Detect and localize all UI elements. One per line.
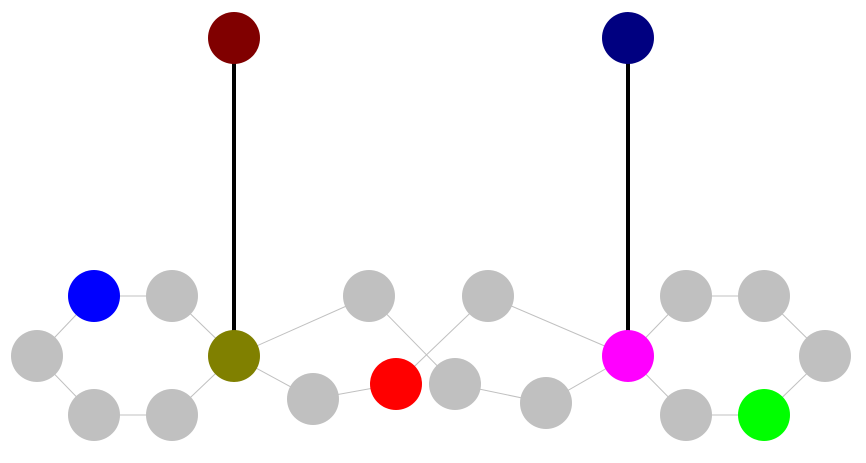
node-n8[interactable] bbox=[343, 270, 395, 322]
node-n17[interactable] bbox=[799, 330, 851, 382]
node-n5[interactable] bbox=[208, 330, 260, 382]
node-n9[interactable] bbox=[287, 373, 339, 425]
node-n1[interactable] bbox=[602, 12, 654, 64]
node-n14[interactable] bbox=[602, 330, 654, 382]
node-n0[interactable] bbox=[208, 12, 260, 64]
node-n10[interactable] bbox=[370, 358, 422, 410]
node-n16[interactable] bbox=[738, 270, 790, 322]
node-n12[interactable] bbox=[462, 270, 514, 322]
node-layer bbox=[11, 12, 851, 441]
node-n18[interactable] bbox=[660, 389, 712, 441]
node-n19[interactable] bbox=[738, 389, 790, 441]
node-n4[interactable] bbox=[11, 330, 63, 382]
node-n2[interactable] bbox=[68, 270, 120, 322]
node-n3[interactable] bbox=[146, 270, 198, 322]
edge-layer bbox=[36, 38, 826, 416]
node-n11[interactable] bbox=[429, 358, 481, 410]
node-n6[interactable] bbox=[68, 389, 120, 441]
node-n13[interactable] bbox=[520, 377, 572, 429]
node-n7[interactable] bbox=[146, 389, 198, 441]
node-n15[interactable] bbox=[660, 270, 712, 322]
